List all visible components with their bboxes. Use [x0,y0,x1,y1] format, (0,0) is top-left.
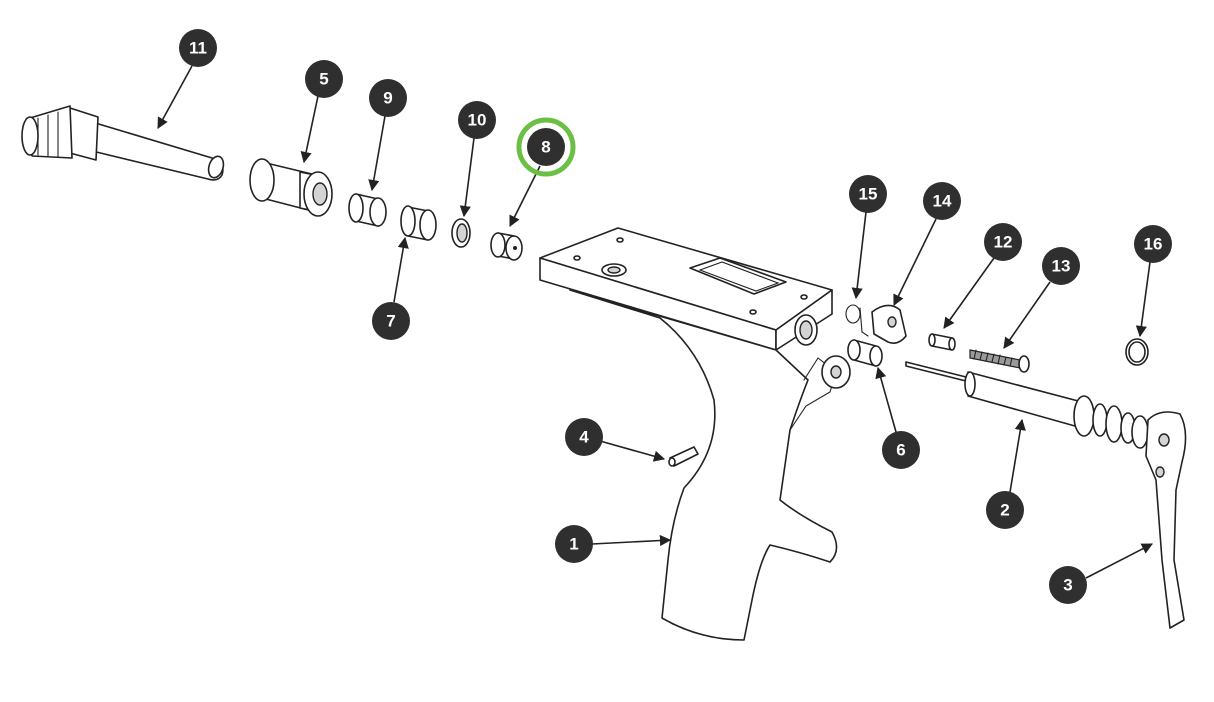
leader-1 [591,534,672,547]
part-pivot-bushing [847,339,883,367]
leader-15 [851,211,867,300]
callout-1[interactable]: 1 [555,525,593,563]
callout-label-16: 16 [1144,235,1163,254]
callout-label-3: 3 [1063,576,1072,595]
part-bushing [348,193,387,227]
callout-label-10: 10 [468,111,487,130]
callout-16[interactable]: 16 [1134,225,1172,263]
leader-6 [875,366,897,433]
callout-8[interactable]: 8 [516,117,576,177]
callout-label-8: 8 [541,138,550,157]
part-o-ring [451,218,471,248]
leader-14 [893,218,937,307]
callout-5[interactable]: 5 [305,60,343,98]
part-handle-body [539,227,851,641]
leader-16 [1135,261,1151,338]
callout-label-5: 5 [319,70,328,89]
leader-13 [1003,281,1051,349]
callout-13[interactable]: 13 [1042,247,1080,285]
callout-label-9: 9 [383,89,392,108]
callout-12[interactable]: 12 [984,223,1022,261]
leader-7 [393,236,409,303]
leader-3 [1085,543,1153,579]
callout-label-7: 7 [386,312,395,331]
callout-label-4: 4 [579,428,589,447]
callout-2[interactable]: 2 [986,491,1024,529]
leader-9 [368,115,386,192]
leader-10 [459,137,475,218]
part-seal-ring [1125,338,1149,366]
part-sleeve [928,333,956,351]
part-spring-clip [845,304,869,337]
leader-lines [157,65,1153,579]
callout-label-15: 15 [859,185,878,204]
callout-label-6: 6 [896,441,905,460]
callout-label-13: 13 [1052,257,1071,276]
callout-9[interactable]: 9 [369,79,407,117]
callout-4[interactable]: 4 [565,418,603,456]
callout-label-11: 11 [189,39,207,58]
callout-label-12: 12 [994,233,1013,252]
leader-5 [300,95,319,164]
part-adapter-fitting [249,158,333,217]
leader-12 [943,257,995,329]
callout-3[interactable]: 3 [1049,566,1087,604]
callout-10[interactable]: 10 [458,101,496,139]
part-screw [969,349,1030,373]
part-washer-seal [490,232,523,261]
callout-label-1: 1 [569,535,578,554]
callout-label-14: 14 [933,192,952,211]
leader-2 [1009,418,1026,493]
callout-11[interactable]: 11 [179,29,217,67]
part-trigger-bracket [871,304,907,344]
leader-4 [599,440,666,462]
part-nozzle-tube [21,105,225,181]
callout-7[interactable]: 7 [372,302,410,340]
part-roll-pin [668,446,699,467]
callouts: 11 5 9 10 8 7 4 1 [179,29,1172,604]
callout-8-highlight-ring [516,117,576,177]
part-spacer-bushing [400,205,437,241]
part-needle-valve-assembly [905,361,1161,449]
callout-6[interactable]: 6 [882,431,920,469]
leader-11 [157,65,193,129]
callout-label-2: 2 [1000,501,1009,520]
callout-15[interactable]: 15 [849,175,887,213]
callout-14[interactable]: 14 [923,182,961,220]
leader-8 [509,165,541,228]
part-trigger [1145,411,1187,629]
